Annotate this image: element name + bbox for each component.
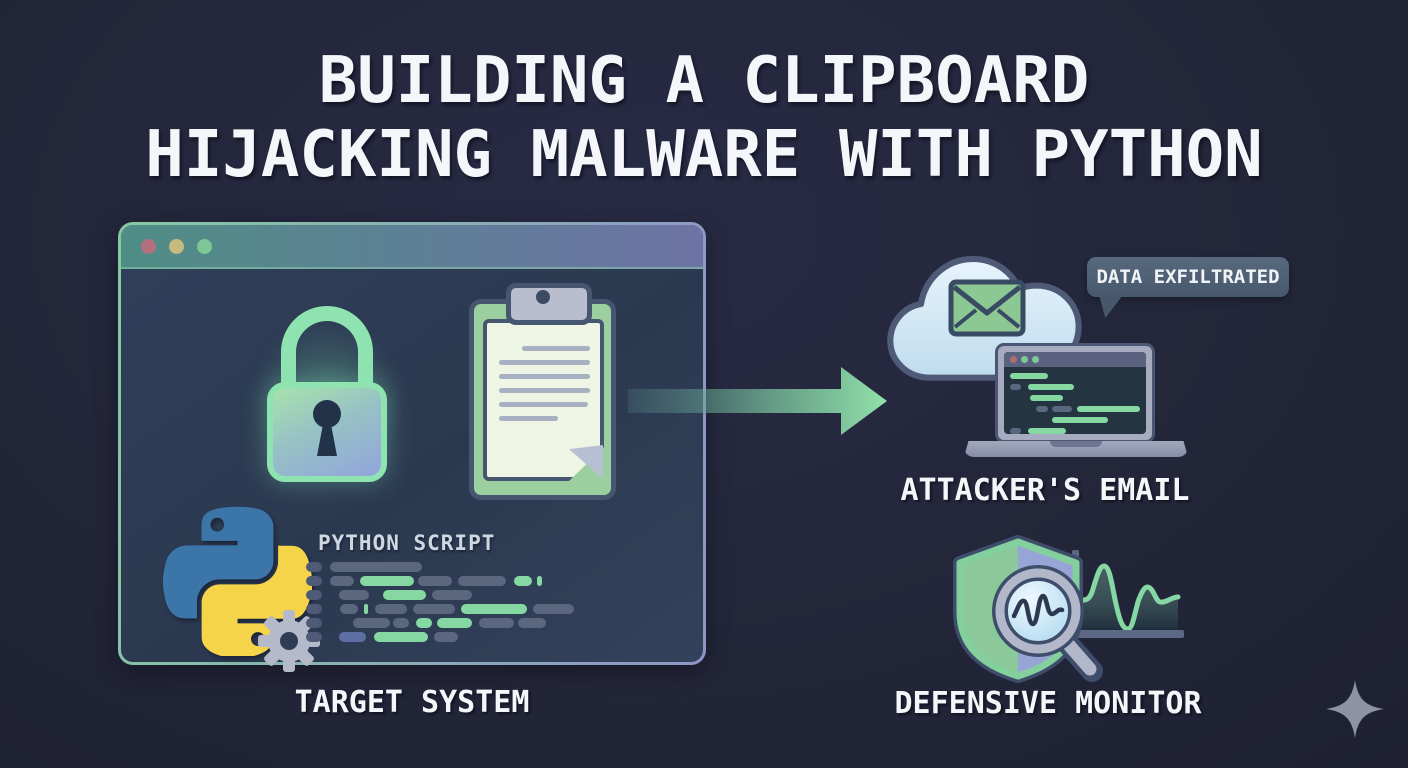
code-token	[1077, 406, 1140, 412]
code-token	[339, 632, 366, 642]
code-line	[306, 590, 574, 600]
code-token	[437, 618, 472, 628]
code-token	[306, 562, 322, 572]
code-token	[339, 590, 369, 600]
code-token	[383, 590, 426, 600]
code-line	[1004, 406, 1146, 412]
data-exfiltrated-callout: DATA EXFILTRATED	[1087, 257, 1289, 297]
code-token	[353, 618, 390, 628]
laptop-traffic-light-red-icon	[1010, 356, 1017, 363]
code-token	[479, 618, 514, 628]
laptop-base	[964, 441, 1188, 457]
defensive-monitor-label: DEFENSIVE MONITOR	[894, 686, 1202, 721]
lock-icon	[281, 306, 373, 390]
code-token	[364, 604, 368, 614]
arrow-right-icon	[628, 367, 887, 435]
code-token	[1030, 395, 1063, 401]
paper-text-line	[499, 388, 590, 393]
code-token	[306, 618, 322, 628]
shield-icon	[953, 535, 1103, 683]
code-token	[306, 604, 322, 614]
code-token	[1010, 428, 1021, 434]
code-token	[518, 618, 546, 628]
code-line	[1004, 373, 1146, 379]
code-token	[537, 576, 542, 586]
traffic-light-yellow-icon	[169, 238, 184, 254]
code-token	[413, 604, 455, 614]
laptop-icon	[995, 343, 1155, 443]
python-script-label: PYTHON SCRIPT	[318, 531, 496, 555]
title-line-2: HIJACKING MALWARE WITH PYTHON	[145, 118, 1263, 192]
code-token	[432, 590, 472, 600]
code-token	[1010, 384, 1021, 390]
code-token	[461, 604, 527, 614]
paper-text-line	[522, 346, 590, 351]
code-line	[306, 618, 574, 628]
title-line-1: BUILDING A CLIPBOARD	[318, 44, 1090, 118]
gear-icon	[258, 610, 320, 672]
laptop-titlebar	[1004, 352, 1146, 367]
code-line	[1004, 384, 1146, 390]
code-token	[416, 618, 432, 628]
code-token	[533, 604, 574, 614]
magnifier-icon	[992, 565, 1103, 682]
clipboard-paper-lines	[483, 346, 604, 430]
code-token	[418, 576, 452, 586]
code-token	[458, 576, 506, 586]
paper-text-line	[499, 416, 558, 421]
code-token	[374, 632, 428, 642]
code-token	[306, 632, 322, 642]
code-token	[375, 604, 407, 614]
callout-tail	[1099, 295, 1123, 318]
code-line	[1004, 417, 1146, 423]
traffic-light-green-icon	[197, 238, 212, 254]
laptop-notch	[1050, 441, 1102, 447]
window-titlebar	[121, 225, 703, 269]
code-token	[393, 618, 409, 628]
paper-text-line	[499, 360, 590, 365]
laptop-display	[1004, 352, 1146, 434]
page-title: BUILDING A CLIPBOARD HIJACKING MALWARE W…	[0, 44, 1408, 192]
sparkle-icon	[1326, 680, 1384, 738]
code-line	[1004, 428, 1146, 434]
code-token	[340, 604, 358, 614]
clipboard-clip-hole	[536, 290, 550, 304]
paper-text-line	[499, 402, 588, 407]
clipboard-clip	[506, 283, 592, 325]
paper-text-line	[499, 374, 590, 379]
laptop-code-block	[1004, 367, 1146, 434]
code-token	[330, 562, 422, 572]
code-token	[1052, 417, 1108, 423]
window-code-block	[306, 562, 574, 646]
code-token	[306, 590, 322, 600]
laptop-traffic-light-green-icon	[1021, 356, 1028, 363]
code-token	[514, 576, 532, 586]
python-logo-icon	[162, 506, 312, 656]
envelope-icon	[948, 279, 1026, 337]
code-token	[1052, 406, 1072, 412]
code-line	[306, 632, 574, 642]
code-line	[306, 576, 574, 586]
attacker-email-label: ATTACKER'S EMAIL	[900, 473, 1190, 508]
code-token	[306, 576, 322, 586]
code-token	[360, 576, 414, 586]
code-token	[1036, 406, 1048, 412]
keyhole-stem	[317, 422, 337, 456]
code-token	[1028, 384, 1074, 390]
code-token	[1010, 373, 1048, 379]
code-token	[330, 576, 354, 586]
code-line	[306, 562, 574, 572]
laptop-traffic-light-green2-icon	[1032, 356, 1039, 363]
code-line	[1004, 395, 1146, 401]
code-token	[1028, 428, 1066, 434]
target-system-label: TARGET SYSTEM	[294, 685, 530, 720]
traffic-light-red-icon	[141, 238, 156, 254]
code-line	[306, 604, 574, 614]
code-token	[434, 632, 458, 642]
